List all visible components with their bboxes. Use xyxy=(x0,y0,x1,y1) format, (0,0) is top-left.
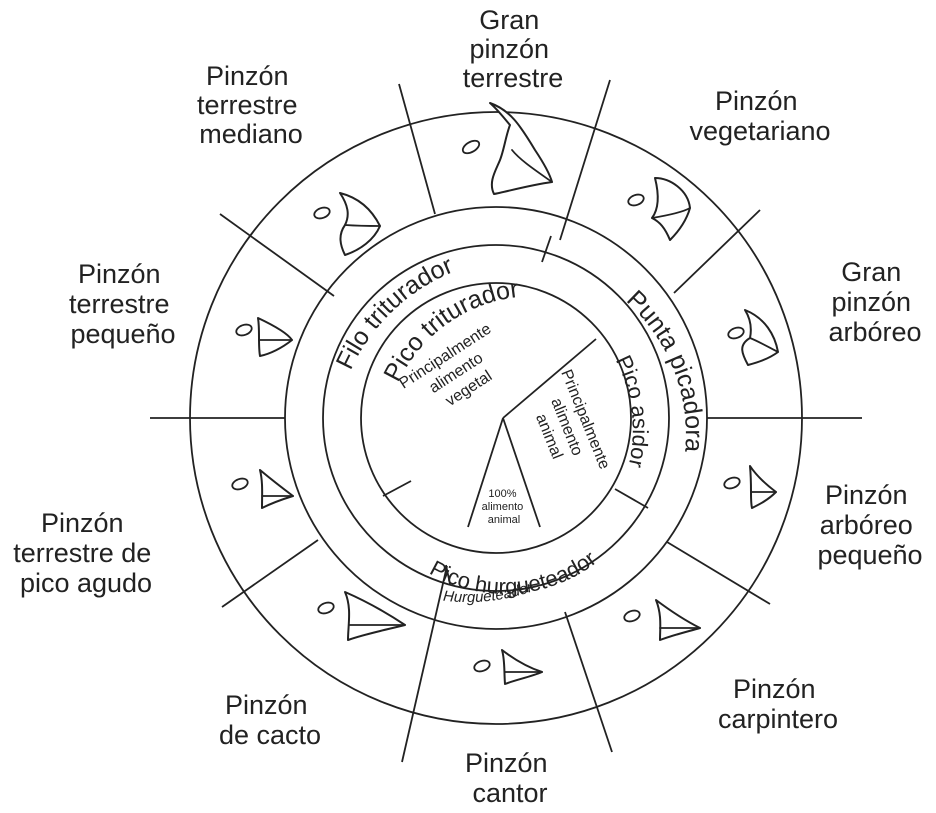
middle-dividers xyxy=(382,235,649,585)
inner-ring xyxy=(322,244,670,592)
finch-name-terrestre-pequeno: Pinzón terrestre pequeño xyxy=(69,259,177,349)
beak-icon-terrestre-pequeno xyxy=(235,317,293,357)
beak-icon-vegetariano xyxy=(627,177,691,241)
finch-name-terrestre-mediano: Pinzón terrestre mediano xyxy=(197,61,305,149)
beak-icon-arboreo-pequeno xyxy=(723,465,777,509)
finch-name-cantor: Pinzón cantor xyxy=(465,748,555,808)
beak-icon-carpintero xyxy=(623,599,701,641)
finch-name-pico-agudo: Pinzón terrestre de pico agudo xyxy=(13,508,159,598)
finch-name-gran-terrestre: Gran pinzón terrestre xyxy=(463,5,564,93)
label-principalmente-animal: Principalmente alimento animal xyxy=(520,367,614,491)
finch-name-carpintero: Pinzón carpintero xyxy=(718,674,838,734)
finch-name-vegetariano: Pinzón vegetariano xyxy=(689,86,830,146)
finch-name-gran-arboreo: Gran pinzón arbóreo xyxy=(828,257,921,347)
finch-name-cacto: Pinzón de cacto xyxy=(219,690,321,750)
beak-icon-cacto xyxy=(317,591,406,641)
beak-icon-cantor xyxy=(473,649,543,685)
center-wedges xyxy=(467,338,597,528)
label-100-alimento-animal: 100% alimento animal xyxy=(482,488,527,526)
beak-icon-gran-arboreo xyxy=(727,309,779,366)
center-disc xyxy=(360,282,632,554)
outer-dividers xyxy=(150,79,862,763)
label-pico-asidor: Pico asidor xyxy=(611,351,653,470)
beak-icon-gran-terrestre xyxy=(461,102,553,195)
beak-icon-terrestre-mediano xyxy=(313,192,381,256)
finch-name-arboreo-pequeno: Pinzón arbóreo pequeño xyxy=(817,480,922,570)
beak-icon-pico-agudo xyxy=(231,469,294,509)
